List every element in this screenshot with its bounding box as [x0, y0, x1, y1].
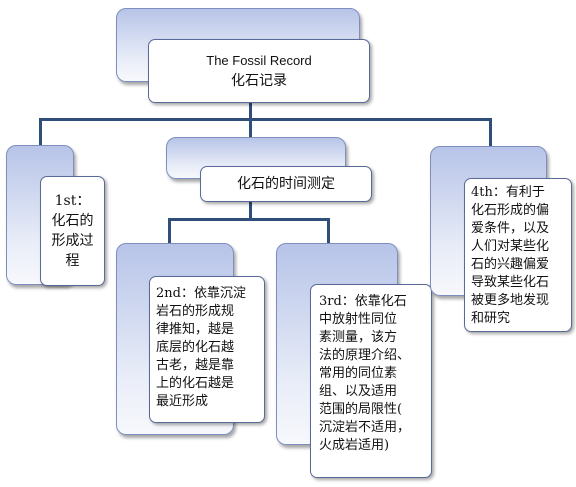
- connector-mid-bus: [168, 218, 330, 221]
- third-node[interactable]: 3rd：依靠化石 中放射性同位 素测量，该方 法的原理介绍、 常用的同位素 组、…: [310, 284, 432, 478]
- connector-root-trunk: [249, 100, 252, 120]
- fourth-node[interactable]: 4th：有利于 化石形成的偏 爱条件，以及 人们对某些化 石的兴趣偏爱 导致某些…: [464, 178, 572, 332]
- first-node[interactable]: 1st： 化石的 形成过 程: [40, 176, 105, 286]
- connector-dating-trunk: [249, 202, 252, 220]
- first-node-text: 1st： 化石的 形成过 程: [51, 193, 94, 269]
- connector-drop-dating: [249, 118, 252, 138]
- dating-node[interactable]: 化石的时间测定: [200, 166, 372, 202]
- connector-drop-third: [327, 218, 330, 243]
- second-node[interactable]: 2nd：依靠沉淀 岩石的形成规 律推知，越是 底层的化石越 古老，越是靠 上的化…: [149, 276, 265, 423]
- connector-drop-fourth: [489, 118, 492, 146]
- root-title-english: The Fossil Record: [206, 53, 312, 68]
- second-node-text: 2nd：依靠沉淀 岩石的形成规 律推知，越是 底层的化石越 古老，越是靠 上的化…: [156, 286, 246, 409]
- dating-node-text: 化石的时间测定: [237, 176, 335, 192]
- connector-top-bus: [39, 118, 492, 121]
- root-title-chinese: 化石记录: [231, 73, 287, 89]
- root-node[interactable]: The Fossil Record 化石记录: [148, 39, 370, 103]
- connector-drop-second: [168, 218, 171, 243]
- connector-drop-first: [39, 118, 42, 146]
- fourth-node-text: 4th：有利于 化石形成的偏 爱条件，以及 人们对某些化 石的兴趣偏爱 导致某些…: [471, 185, 550, 326]
- third-node-text: 3rd：依靠化石 中放射性同位 素测量，该方 法的原理介绍、 常用的同位素 组、…: [319, 294, 411, 453]
